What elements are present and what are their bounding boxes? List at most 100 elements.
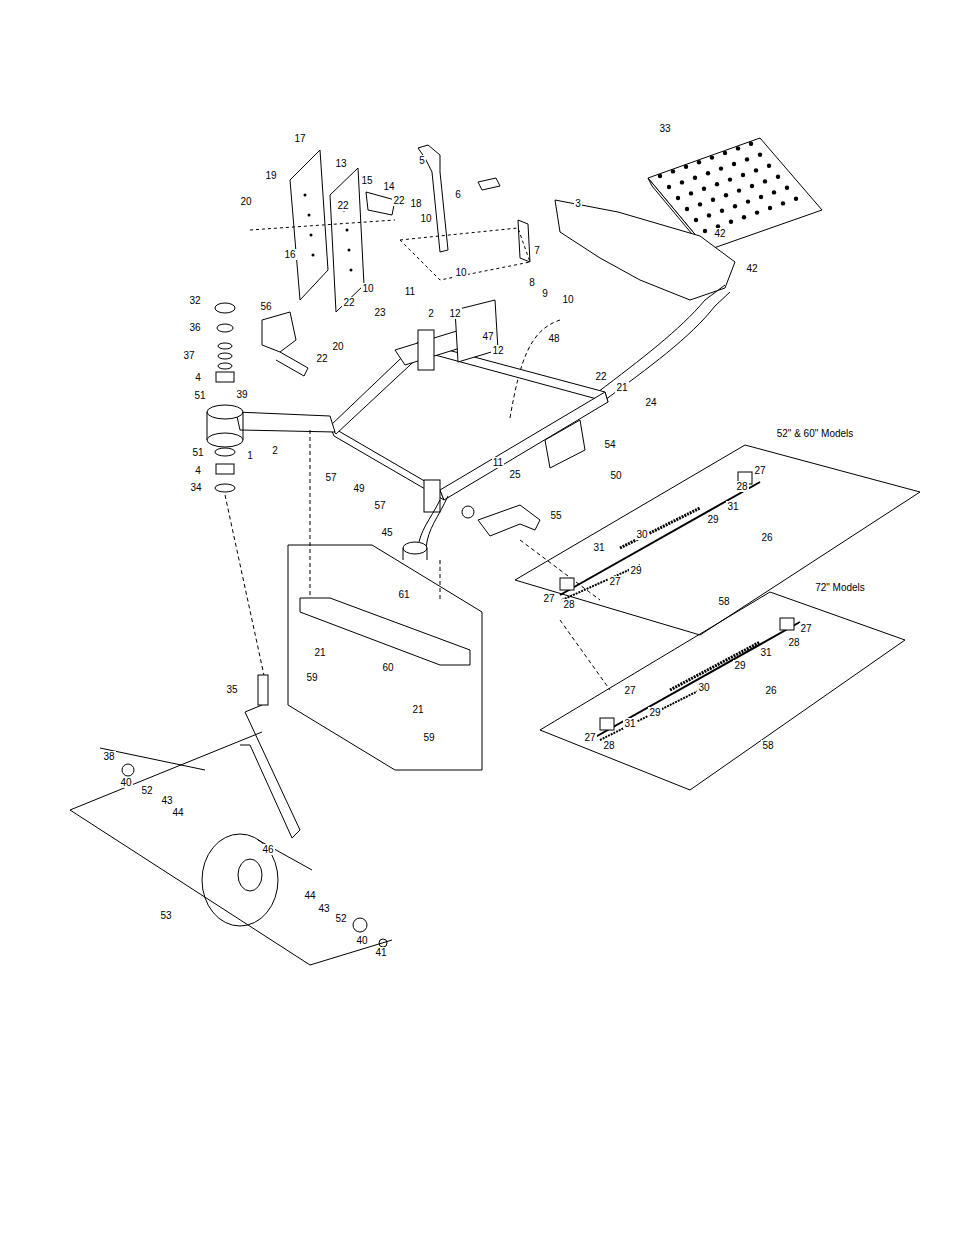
callout-number: 32	[188, 295, 201, 306]
callout-number: 28	[602, 740, 615, 751]
callout-number: 48	[547, 333, 560, 344]
model-label: 72" Models	[814, 582, 866, 593]
callout-number: 22	[336, 200, 349, 211]
callout-number: 21	[615, 382, 628, 393]
callout-number: 35	[225, 684, 238, 695]
callout-number: 20	[331, 341, 344, 352]
callout-number: 43	[160, 795, 173, 806]
callout-number: 21	[313, 647, 326, 658]
callout-number: 59	[422, 732, 435, 743]
callout-number: 22	[342, 297, 355, 308]
callout-number: 21	[411, 704, 424, 715]
callout-number: 10	[361, 283, 374, 294]
callout-number: 28	[787, 637, 800, 648]
callout-number: 22	[392, 195, 405, 206]
callout-number: 2	[427, 308, 435, 319]
callout-number: 14	[382, 181, 395, 192]
callout-number: 6	[454, 189, 462, 200]
callout-number: 27	[623, 685, 636, 696]
callout-number: 39	[235, 389, 248, 400]
callout-number: 45	[380, 527, 393, 538]
callout-number: 31	[726, 501, 739, 512]
callout-number: 26	[764, 685, 777, 696]
callout-number: 60	[381, 662, 394, 673]
callout-number: 12	[448, 308, 461, 319]
callout-number: 31	[592, 542, 605, 553]
callout-number: 51	[191, 447, 204, 458]
callout-number: 52	[334, 913, 347, 924]
callout-number: 29	[706, 514, 719, 525]
callout-number: 58	[761, 740, 774, 751]
callout-number: 10	[419, 213, 432, 224]
callout-number: 31	[623, 718, 636, 729]
callout-number: 27	[542, 593, 555, 604]
callout-number: 16	[283, 249, 296, 260]
callout-number: 22	[315, 353, 328, 364]
callout-number: 57	[324, 472, 337, 483]
model-label: 52" & 60" Models	[776, 428, 855, 439]
callout-number: 24	[644, 397, 657, 408]
callout-number: 52	[140, 785, 153, 796]
callout-number: 29	[629, 565, 642, 576]
callout-number: 27	[608, 576, 621, 587]
callout-number: 9	[541, 288, 549, 299]
callout-number: 40	[119, 777, 132, 788]
callout-number: 55	[549, 510, 562, 521]
callout-number: 27	[799, 623, 812, 634]
callout-number: 30	[697, 682, 710, 693]
callout-number: 10	[454, 267, 467, 278]
callout-number: 28	[562, 599, 575, 610]
callout-number: 41	[374, 947, 387, 958]
callout-number: 29	[648, 707, 661, 718]
callout-number: 10	[561, 294, 574, 305]
callout-number: 27	[753, 465, 766, 476]
callout-number: 44	[171, 807, 184, 818]
callout-number: 61	[397, 589, 410, 600]
callout-number: 17	[293, 133, 306, 144]
callout-number: 4	[194, 372, 202, 383]
callout-number: 20	[239, 196, 252, 207]
callout-number: 57	[373, 500, 386, 511]
callout-number: 33	[658, 123, 671, 134]
callout-number: 23	[373, 307, 386, 318]
callout-number: 53	[159, 910, 172, 921]
callout-number: 42	[745, 263, 758, 274]
callout-number: 42	[713, 228, 726, 239]
callout-number: 50	[609, 470, 622, 481]
callout-number: 27	[583, 732, 596, 743]
callout-number: 5	[418, 155, 426, 166]
callout-number: 1	[246, 450, 254, 461]
callout-number: 34	[189, 482, 202, 493]
callout-number: 58	[717, 596, 730, 607]
callout-number: 11	[404, 286, 416, 297]
callout-number: 19	[264, 170, 277, 181]
callout-number: 29	[733, 660, 746, 671]
callout-number: 43	[317, 903, 330, 914]
callout-number: 54	[603, 439, 616, 450]
callout-number: 56	[259, 301, 272, 312]
callout-number: 25	[508, 469, 521, 480]
callout-number: 11	[492, 457, 504, 468]
callout-number: 15	[360, 175, 373, 186]
callout-number: 44	[303, 890, 316, 901]
callout-number: 47	[481, 331, 494, 342]
callout-number: 38	[102, 751, 115, 762]
callout-number: 51	[193, 390, 206, 401]
callout-number: 13	[334, 158, 347, 169]
callout-number: 28	[735, 481, 748, 492]
callout-number: 30	[635, 529, 648, 540]
callout-number: 37	[182, 350, 195, 361]
callout-number: 7	[533, 245, 541, 256]
callout-number: 31	[759, 647, 772, 658]
callout-number: 59	[305, 672, 318, 683]
callout-number: 4	[194, 465, 202, 476]
callout-number: 18	[409, 198, 422, 209]
callout-number: 49	[352, 483, 365, 494]
callout-number: 26	[760, 532, 773, 543]
callout-number: 36	[188, 322, 201, 333]
callout-number: 3	[574, 198, 582, 209]
callout-number: 8	[528, 277, 536, 288]
callout-number: 46	[261, 844, 274, 855]
callout-number: 22	[594, 371, 607, 382]
